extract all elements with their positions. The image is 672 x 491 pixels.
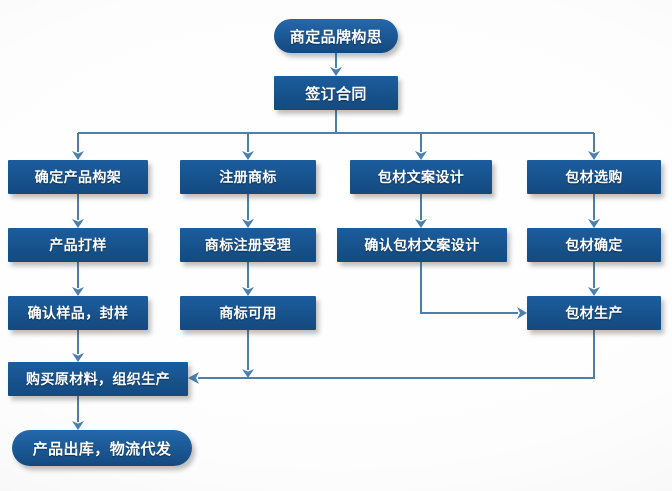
arrowhead-bus-n3 (72, 151, 84, 160)
flow-node-label: 产品打样 (49, 237, 107, 253)
arrowhead-n1-n2 (330, 67, 342, 76)
edge-n13-n14 (198, 330, 595, 379)
arrowhead-n3-n7 (72, 219, 84, 228)
flow-node-label: 商标注册受理 (204, 237, 292, 253)
flow-node-label: 商定品牌构思 (289, 28, 383, 46)
flow-node-label: 包材选购 (565, 169, 623, 185)
arrowhead-n12-returnbus (242, 369, 254, 378)
flow-node-n4[interactable]: 注册商标 (180, 160, 316, 194)
flow-node-n9[interactable]: 确认包材文案设计 (337, 228, 507, 262)
arrowhead-n11-n14 (72, 353, 84, 362)
arrowhead-n14-n15 (72, 421, 84, 430)
flow-node-n8[interactable]: 商标注册受理 (180, 228, 316, 262)
flow-node-label: 购买原材料，组织生产 (26, 371, 170, 387)
arrowhead-bus-n5 (415, 151, 427, 160)
flow-node-label: 产品出库，物流代发 (32, 440, 172, 458)
flow-node-n3[interactable]: 确定产品构架 (8, 160, 148, 194)
flow-node-n13[interactable]: 包材生产 (527, 296, 661, 330)
arrowhead-n9-n13 (517, 307, 527, 319)
flow-node-label: 商标可用 (219, 305, 277, 321)
arrowhead-n7-n11 (72, 287, 84, 296)
arrowhead-bus-n4 (242, 151, 254, 160)
flow-node-n1[interactable]: 商定品牌构思 (274, 19, 398, 53)
flow-node-label: 确定产品构架 (34, 169, 122, 185)
flow-node-label: 包材确定 (565, 237, 623, 253)
arrowhead-n13-n14 (188, 372, 199, 384)
arrowhead-n4-n8 (242, 219, 254, 228)
flow-node-label: 包材生产 (565, 305, 623, 321)
flow-node-n10[interactable]: 包材确定 (527, 228, 661, 262)
arrowhead-bus-n6 (588, 151, 600, 160)
flow-node-n15[interactable]: 产品出库，物流代发 (12, 430, 192, 466)
arrowhead-n8-n12 (242, 287, 254, 296)
flow-node-label: 确认样品，封样 (27, 305, 129, 321)
flow-node-label: 确认包材文案设计 (364, 237, 480, 253)
arrowhead-n10-n13 (588, 287, 600, 296)
flow-node-label: 注册商标 (219, 169, 277, 185)
flow-node-n2[interactable]: 签订合同 (274, 76, 398, 110)
flow-node-n5[interactable]: 包材文案设计 (350, 160, 492, 194)
flow-node-n11[interactable]: 确认样品，封样 (8, 296, 148, 330)
arrowhead-n5-n9 (415, 219, 427, 228)
flow-node-n14[interactable]: 购买原材料，组织生产 (8, 362, 188, 396)
flow-node-n6[interactable]: 包材选购 (527, 160, 661, 194)
edge-n9-n13 (420, 262, 518, 314)
flow-node-label: 签订合同 (305, 85, 367, 103)
arrowhead-n6-n10 (588, 219, 600, 228)
flow-node-n12[interactable]: 商标可用 (180, 296, 316, 330)
flow-node-label: 包材文案设计 (377, 169, 465, 185)
flow-node-n7[interactable]: 产品打样 (8, 228, 148, 262)
